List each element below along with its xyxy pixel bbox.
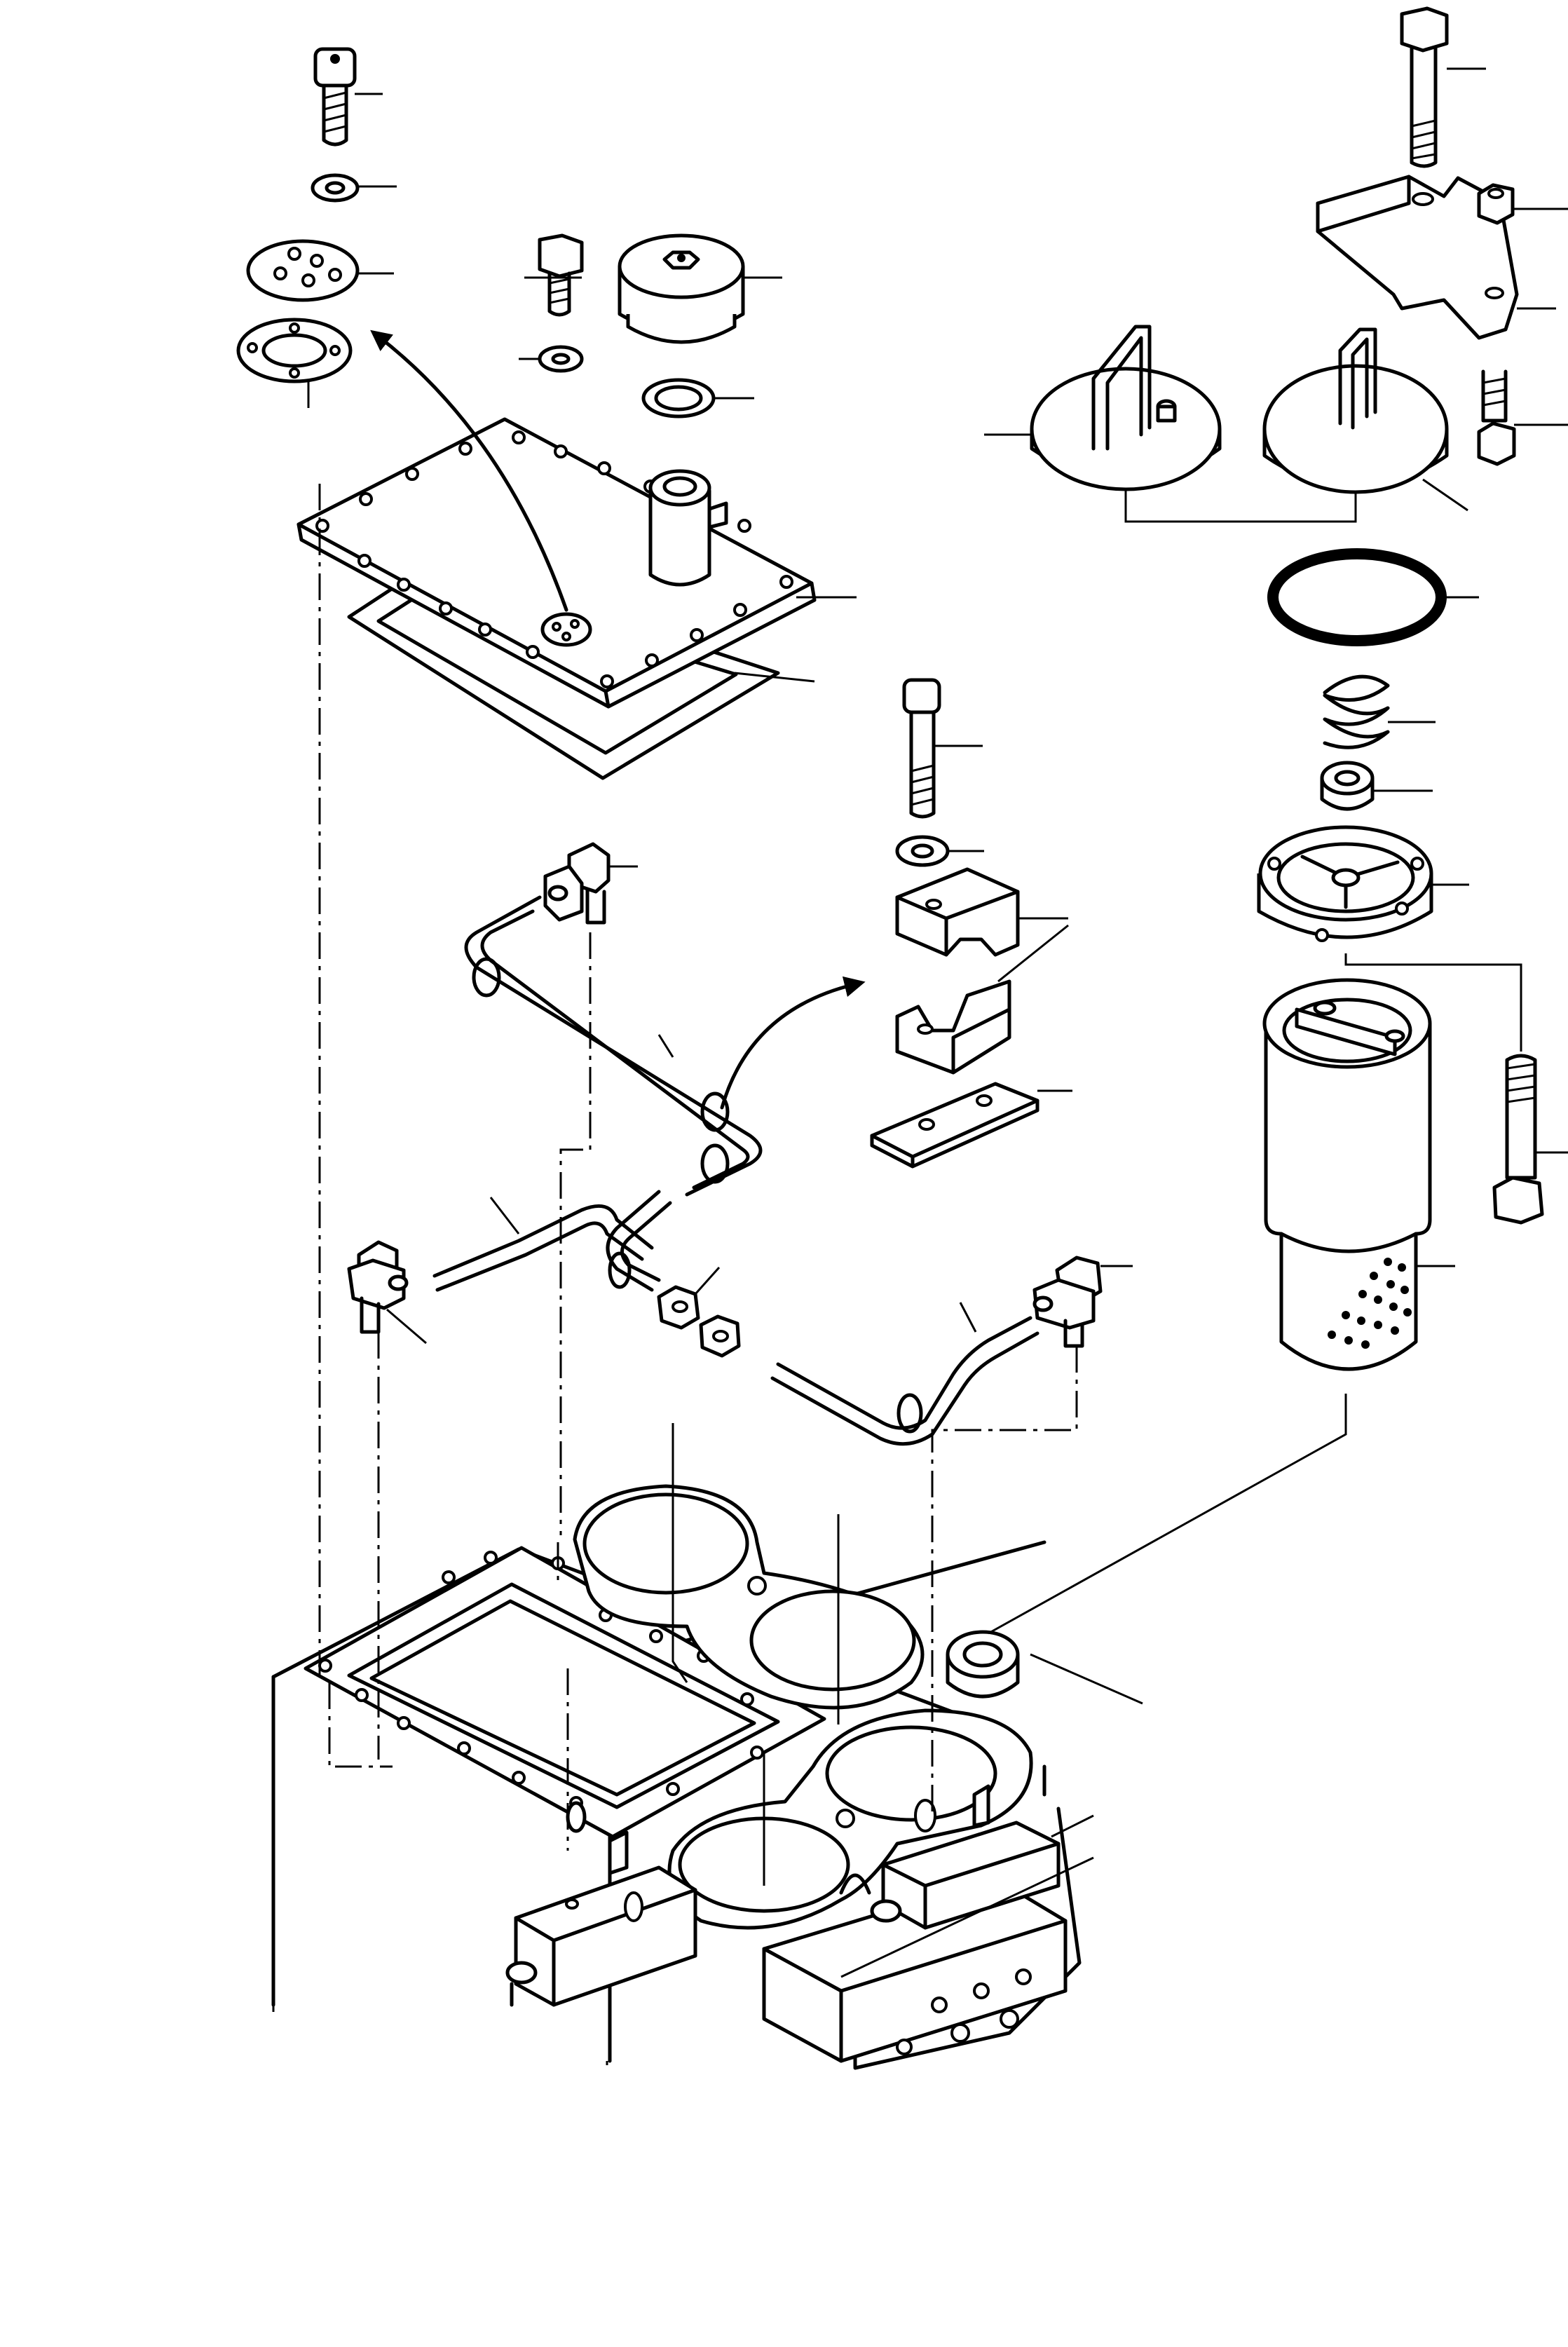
- washer-center: [538, 345, 584, 373]
- long-hex-bolt-right: [1492, 1054, 1544, 1225]
- compression-spring: [1323, 674, 1390, 749]
- banjo-fitting-top: [543, 842, 611, 925]
- filter-cover-right: [1262, 327, 1449, 494]
- oil-pipe-lower-left: [432, 1190, 672, 1292]
- block-top-flange: [304, 1546, 826, 1839]
- breather-tube: [648, 469, 728, 587]
- pipe-plug-sleeve: [946, 1630, 1020, 1699]
- cooler-block-left: [505, 1801, 697, 2007]
- breather-seal-ring: [641, 378, 716, 419]
- washer-clamp: [895, 835, 950, 867]
- cylinder-gasket-lower: [667, 1708, 1033, 1930]
- oil-pipe-upper: [464, 895, 763, 1197]
- cylinder-gasket-upper: [573, 1484, 925, 1710]
- breather-cap: [618, 233, 745, 344]
- flange-gasket: [236, 318, 353, 383]
- cap-screw-top-left: [313, 47, 357, 147]
- filter-base-ring: [1257, 825, 1433, 942]
- clamp-base-plate: [870, 1082, 1039, 1169]
- cover-plate: [296, 417, 817, 709]
- filter-cover-left: [1030, 325, 1222, 491]
- washer-top-left: [311, 173, 360, 203]
- small-flange-cover: [246, 239, 360, 302]
- long-hex-bolt-top-right: [1400, 6, 1449, 168]
- cooler-block-right: [762, 1784, 1068, 2063]
- clamp-half-upper: [895, 867, 1020, 957]
- banjo-fitting-left: [347, 1240, 409, 1334]
- detail-arrow-cover: [370, 329, 568, 612]
- clamp-half-lower: [895, 979, 1011, 1075]
- oil-pipe-lower-right: [770, 1316, 1039, 1446]
- hex-nut-top-right: [1477, 183, 1515, 225]
- mounting-bracket: [1316, 175, 1519, 340]
- socket-cap-screw-clamp: [902, 678, 941, 819]
- hex-bolt-under-bracket: [1477, 369, 1516, 466]
- banjo-fitting-right: [1032, 1256, 1103, 1348]
- o-ring-large: [1267, 548, 1447, 646]
- hex-bolt-center: [538, 233, 584, 317]
- spring-collar: [1320, 761, 1375, 811]
- detail-arrow-clamp: [720, 976, 866, 1110]
- union-nut-pair: [657, 1285, 741, 1358]
- strainer-basket: [1262, 978, 1432, 1371]
